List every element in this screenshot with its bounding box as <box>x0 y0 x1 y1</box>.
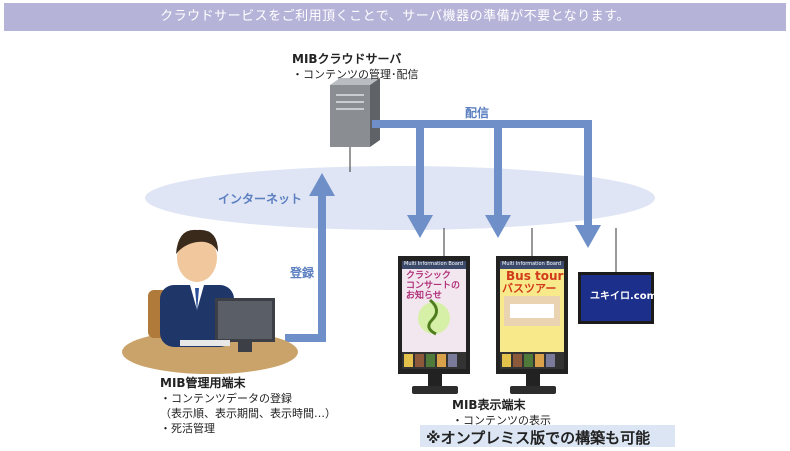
screen3-text: ユキイロ.com <box>590 291 658 302</box>
display-label: MIB表示端末 ・コンテンツの表示 <box>452 398 551 428</box>
admin-terminal <box>122 229 298 374</box>
admin-line1: ・コンテンツデータの登録 <box>160 392 292 405</box>
top-banner: クラウドサービスをご利用頂くことで、サーバ機器の準備が不要となります。 <box>4 3 786 31</box>
board-header-2: Multi Information Board <box>502 261 562 267</box>
delivery-label: 配信 <box>465 106 490 120</box>
screen2-title-jp: バスツアー <box>502 282 557 295</box>
delivery-arrows <box>372 120 592 228</box>
register-label: 登録 <box>290 266 315 280</box>
display-title: MIB表示端末 <box>452 398 526 412</box>
admin-title: MIB管理用端末 <box>160 376 246 390</box>
internet-cloud <box>145 166 655 230</box>
screen1-title: クラシック コンサートの お知らせ <box>406 271 461 301</box>
server-title: MIBクラウドサーバ <box>292 52 402 66</box>
screen2-title-en: Bus tour <box>506 269 564 283</box>
server-icon <box>330 78 380 172</box>
server-label: MIBクラウドサーバ ・コンテンツの管理･配信 <box>292 52 419 82</box>
display-desc: ・コンテンツの表示 <box>452 414 551 427</box>
admin-label: MIB管理用端末 ・コンテンツデータの登録 （表示順、表示期間、表示時間…） ・… <box>160 376 336 436</box>
note-highlight <box>420 425 675 447</box>
admin-line3: ・死活管理 <box>160 422 215 435</box>
internet-label: インターネット <box>218 192 303 206</box>
display-terminal-1 <box>398 228 470 394</box>
server-desc: ・コンテンツの管理･配信 <box>292 68 419 81</box>
on-premise-note: ※オンプレミス版での構築も可能 <box>426 429 651 447</box>
display-terminal-3 <box>578 228 654 324</box>
display-terminal-2 <box>496 228 568 394</box>
board-header-1: Multi Information Board <box>404 261 464 267</box>
admin-line2: （表示順、表示期間、表示時間…） <box>160 407 336 420</box>
register-arrow <box>285 195 326 342</box>
